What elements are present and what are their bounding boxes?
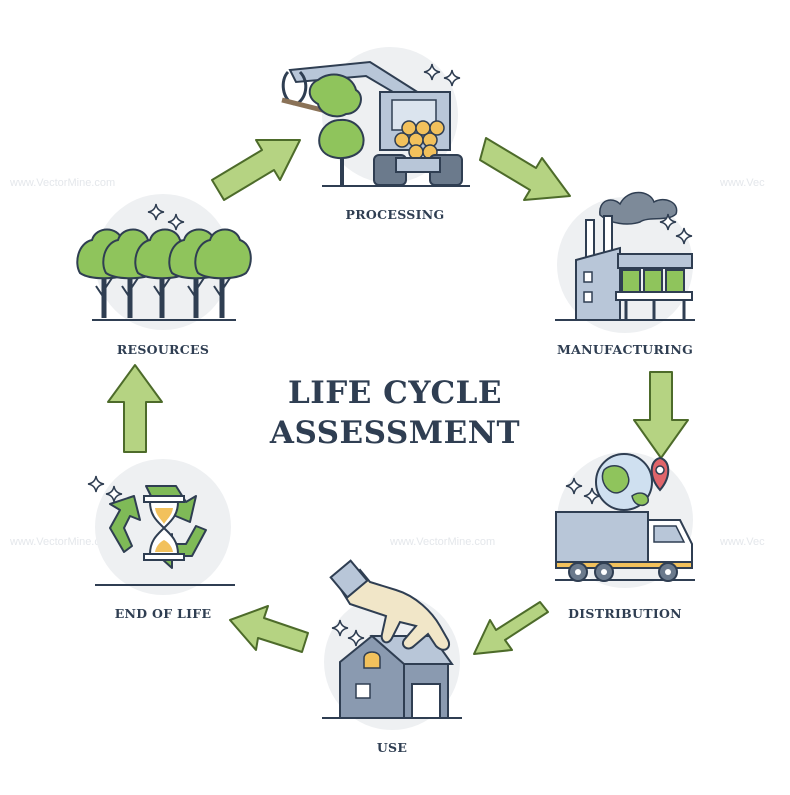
watermark-center: www.VectorMine.com [389, 536, 495, 548]
stage-label-use: USE [376, 740, 408, 755]
watermark-right-top: www.Vec [719, 177, 765, 189]
stage-label-resources: RESOURCES [116, 342, 210, 357]
arrow-manufacturing-to-distribution [633, 371, 689, 459]
stage-label-manufacturing: MANUFACTURING [556, 342, 694, 357]
resources-forest-icon [77, 203, 251, 321]
arrow-end-of-life-to-resources [107, 364, 163, 453]
distribution-truck-icon [555, 453, 695, 582]
end-of-life-recycle-icon [87, 475, 235, 586]
watermark-right-bottom: www.Vec [719, 536, 765, 548]
watermark-left-bottom: www.VectorMine.com [9, 536, 115, 548]
stage-label-distribution: DISTRIBUTION [568, 606, 682, 621]
stage-label-end-of-life: END OF LIFE [114, 606, 212, 621]
diagram-title-line2: ASSESSMENT [269, 415, 521, 451]
arrow-processing-to-manufacturing [479, 137, 571, 201]
diagram-title-line1: LIFE CYCLE [287, 375, 503, 411]
arrow-use-to-end-of-life [229, 605, 309, 653]
arrow-distribution-to-use [473, 601, 549, 655]
arrow-resources-to-processing [211, 139, 301, 201]
watermark-left-top: www.VectorMine.com [9, 177, 115, 189]
manufacturing-factory-icon [555, 191, 695, 321]
processing-harvester-icon [281, 60, 470, 187]
stage-label-processing: PROCESSING [345, 207, 445, 222]
use-hand-house-icon [322, 559, 462, 719]
